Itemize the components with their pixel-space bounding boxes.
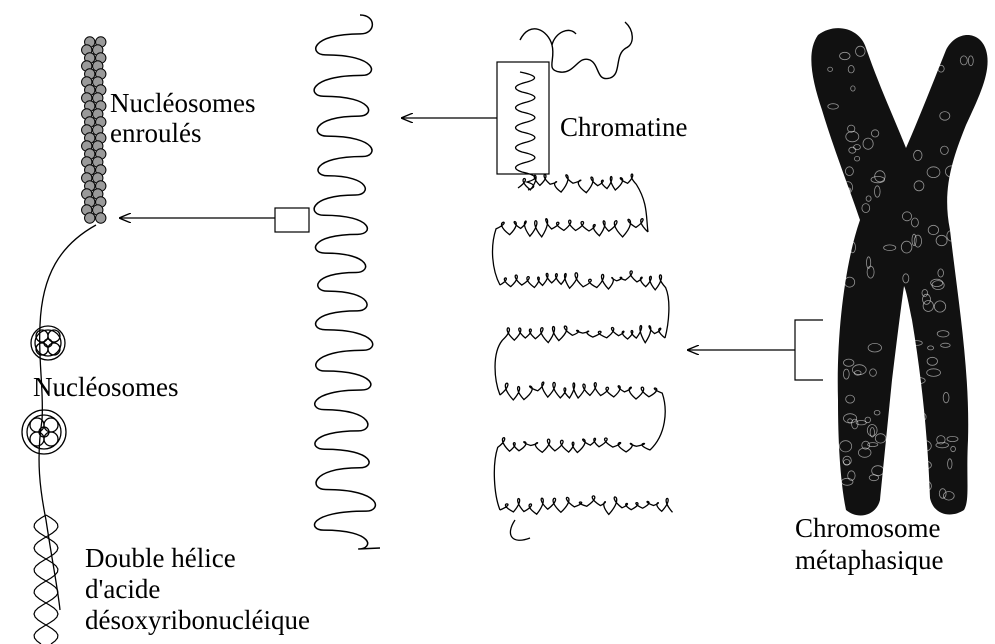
label-chromosome-line1: Chromosome xyxy=(795,512,943,544)
chromatin-selection-box xyxy=(497,62,549,174)
condensed-chromatin-rows xyxy=(493,174,673,540)
label-coiled-nucleosomes-line2: enroulés xyxy=(110,118,255,148)
label-nucleosomes-text: Nucléosomes xyxy=(33,372,178,402)
label-chromatin: Chromatine xyxy=(560,112,687,142)
chromosome-selection-bracket xyxy=(795,320,823,380)
nucleosome-bottom xyxy=(22,410,66,454)
label-dna-line2: d'acide xyxy=(85,574,310,605)
chromatin-top-strand xyxy=(520,22,632,79)
chromatin-coil xyxy=(516,72,535,190)
metaphase-chromosome xyxy=(811,28,987,515)
label-dna: Double hélice d'acide désoxyribonucléiqu… xyxy=(85,543,310,636)
nucleosome-top xyxy=(31,326,65,360)
label-coiled-nucleosomes-line1: Nucléosomes xyxy=(110,88,255,118)
coiled-nucleosome-fiber xyxy=(82,37,106,223)
label-coiled-nucleosomes: Nucléosomes enroulés xyxy=(110,88,255,148)
label-dna-line3: désoxyribonucléique xyxy=(85,605,310,636)
dna-double-helix xyxy=(34,515,58,644)
label-chromosome: Chromosome métaphasique xyxy=(795,512,943,576)
label-chromosome-line2: métaphasique xyxy=(795,544,943,576)
label-dna-line1: Double hélice xyxy=(85,543,310,574)
label-chromatin-text: Chromatine xyxy=(560,112,687,142)
label-nucleosomes: Nucléosomes xyxy=(33,372,178,402)
fiber-selection-box xyxy=(275,208,309,232)
chromatin-loop-fiber xyxy=(314,15,380,549)
